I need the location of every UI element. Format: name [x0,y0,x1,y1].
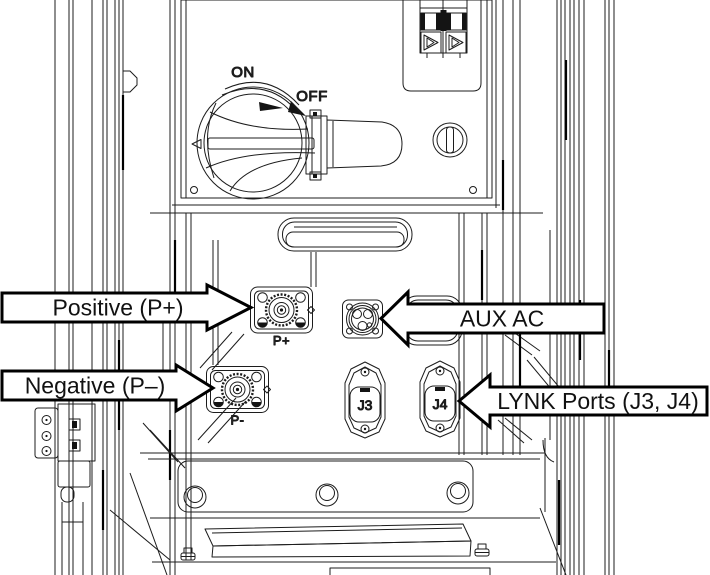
polarity-mark-icon [307,306,315,314]
callout-positive: Positive (P+) [0,282,255,333]
cabinet-frame-left [54,0,171,575]
rotary-switch: ON OFF [191,64,403,200]
j4-port-label: J4 [433,396,448,412]
right-arrow-icon [0,362,216,414]
callout-negative: Negative (P–) [0,362,216,414]
left-arrow-icon [378,288,606,349]
callout-lynk-ports-label: LYNK Ports (J3, J4) [497,388,699,414]
cabinet-base [140,452,556,575]
key-lock-icon [432,122,468,158]
base-knob-icon [183,481,470,509]
negative-terminal-label: P- [231,413,245,428]
switch-off-label: OFF [296,88,328,105]
circuit-breaker [402,0,482,92]
switch-position-marker-icon [191,139,202,149]
base-tray [204,523,472,558]
recessed-pull-handle [277,217,413,252]
callout-positive-label: Positive (P+) [52,295,183,321]
bay-wall-right [458,0,567,575]
callout-aux-ac-label: AUX AC [460,306,544,332]
callout-lynk-ports: LYNK Ports (J3, J4) [456,371,709,431]
j3-port-label: J3 [358,397,373,413]
connector-negative: P- [206,366,271,428]
switch-on-label: ON [231,64,255,81]
callout-aux-ac: AUX AC [378,288,606,349]
breaker-arrow-icon [423,34,464,51]
switch-plate [150,0,543,214]
cabinet-frame-right [556,0,615,575]
rotation-arrow-icon [221,81,306,116]
polarity-mark-icon [263,385,271,394]
switch-pointer-icon [259,102,283,111]
connector-j3: J3 [344,361,386,439]
left-arrow-icon [456,371,709,431]
callout-negative-label: Negative (P–) [25,373,166,399]
positive-terminal-label: P+ [273,333,290,348]
right-arrow-icon [0,282,255,333]
connector-j4: J4 [419,360,461,438]
base-bolt-icon [180,543,490,561]
connector-aux-ac [342,299,383,339]
connector-positive: P+ [250,286,315,349]
door-hinge-icon [34,403,96,575]
